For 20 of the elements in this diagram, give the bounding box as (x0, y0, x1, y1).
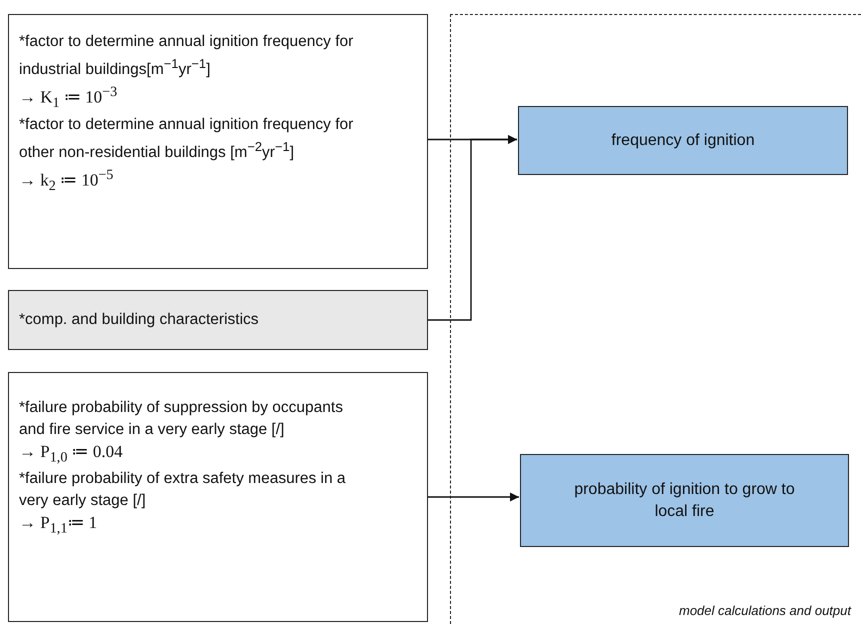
description-text: *factor to determine annual ignition frequency for other non-residential buildings [m$^{−2}$yr$^{−1}$] (19, 115, 354, 164)
arrow (428, 135, 517, 321)
description-text: *failure probability of suppression by occupants and fire service in a very early stage [/] (19, 398, 344, 440)
arrow (428, 492, 519, 502)
input-box (8, 290, 428, 350)
formula: → P$_{1,1}$≔ 1 (19, 512, 98, 539)
formula: → P$_{1,0}$ ≔ 0.04 (19, 441, 124, 468)
box-label: probability of ignition to grow to local fire (573, 480, 796, 522)
input-box (8, 372, 428, 622)
description-text: *factor to determine annual ignition frequency for industrial buildings[m$^{−1}$yr$^{−1}$] (19, 32, 354, 80)
formula: → K$_{1}$ ≔ 10$^{−3}$ (19, 83, 118, 114)
input-box (8, 14, 428, 269)
description-text: *failure probability of extra safety measures in a very early stage [/] (19, 469, 347, 512)
model-region (450, 14, 861, 624)
box-label: frequency of ignition (611, 130, 755, 150)
formula: → k$_{2}$ ≔ 10$^{−5}$ (19, 166, 114, 196)
description-text: *comp. and building characteristics (19, 310, 259, 330)
output-box (518, 106, 848, 175)
region-label: model calculations and output (678, 603, 851, 618)
output-box (520, 454, 849, 547)
